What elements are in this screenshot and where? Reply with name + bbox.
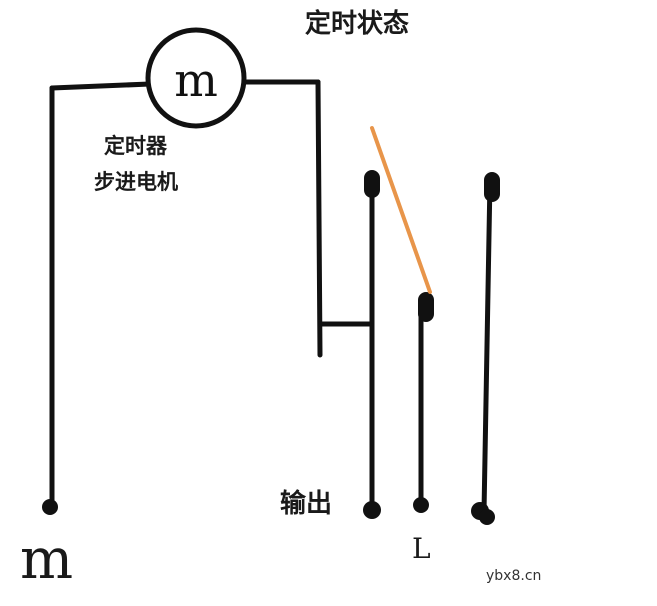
terminal-live xyxy=(413,497,429,513)
contact-output-tip xyxy=(364,170,380,198)
wires xyxy=(49,79,493,515)
motor-symbol xyxy=(145,27,247,129)
wire-top-left xyxy=(49,81,153,91)
contact-tops xyxy=(364,170,500,322)
motor-symbol-letter: m xyxy=(174,53,218,107)
motor-label-line2: 步进电机 xyxy=(94,170,178,194)
watermark: ybx8.cn xyxy=(486,568,541,584)
switch-arm xyxy=(370,126,432,294)
m-terminal-label: m xyxy=(20,527,73,592)
motor-label-line1: 定时器 xyxy=(104,134,168,158)
terminal-output xyxy=(363,501,381,519)
diagram-title: 定时状态 xyxy=(305,8,409,39)
output-label: 输出 xyxy=(280,488,332,519)
contact-live-tip xyxy=(418,292,434,322)
live-label: L xyxy=(412,532,431,565)
contact-right xyxy=(481,177,493,515)
contact-right-tip xyxy=(484,172,500,202)
terminals xyxy=(42,497,495,525)
wire-drop xyxy=(315,79,323,358)
terminal-right-2 xyxy=(479,509,495,525)
terminal-m xyxy=(42,499,58,515)
